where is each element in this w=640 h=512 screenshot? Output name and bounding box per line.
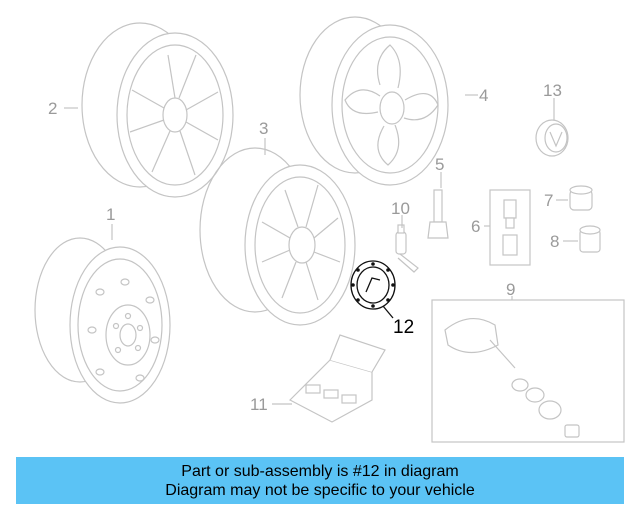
tpms-sensor-kit-9[interactable] xyxy=(431,299,625,443)
callout-10: 10 xyxy=(391,199,410,218)
lug-nut-8[interactable] xyxy=(579,225,601,253)
callout-9: 9 xyxy=(506,280,515,299)
callout-2: 2 xyxy=(48,99,57,118)
wheel-lock-kit-6[interactable] xyxy=(489,189,531,266)
wheel-2-alloy[interactable] xyxy=(81,22,234,198)
leader-line-12 xyxy=(382,305,394,319)
lug-bolt-5[interactable] xyxy=(427,189,449,239)
callout-1: 1 xyxy=(106,205,115,224)
wheel-1-steel[interactable] xyxy=(34,237,171,404)
callout-4: 4 xyxy=(479,86,488,105)
center-cap-13[interactable] xyxy=(535,119,569,157)
callout-6: 6 xyxy=(471,217,480,236)
leader-lines xyxy=(64,94,578,405)
parts-diagram: 2 3 4 1 13 10 5 6 7 8 9 11 12 xyxy=(34,16,625,443)
wheel-3-alloy[interactable] xyxy=(199,147,356,326)
lug-cap-7[interactable] xyxy=(569,185,593,211)
callout-7: 7 xyxy=(544,191,553,210)
callout-3: 3 xyxy=(259,119,268,138)
gasket-12-highlighted[interactable] xyxy=(350,260,396,310)
callout-13: 13 xyxy=(543,81,562,100)
lock-kit-case-11[interactable] xyxy=(288,334,386,423)
callout-8: 8 xyxy=(550,232,559,251)
callout-12: 12 xyxy=(393,317,414,338)
callout-11: 11 xyxy=(250,395,268,414)
valve-stem-10[interactable] xyxy=(395,224,419,273)
callout-5: 5 xyxy=(435,155,444,174)
banner-line-1: Part or sub-assembly is #12 in diagram xyxy=(181,462,459,480)
banner-line-2: Diagram may not be specific to your vehi… xyxy=(165,481,475,499)
wheel-4-alloy[interactable] xyxy=(299,16,449,186)
info-banner: Part or sub-assembly is #12 in diagram D… xyxy=(16,457,624,504)
